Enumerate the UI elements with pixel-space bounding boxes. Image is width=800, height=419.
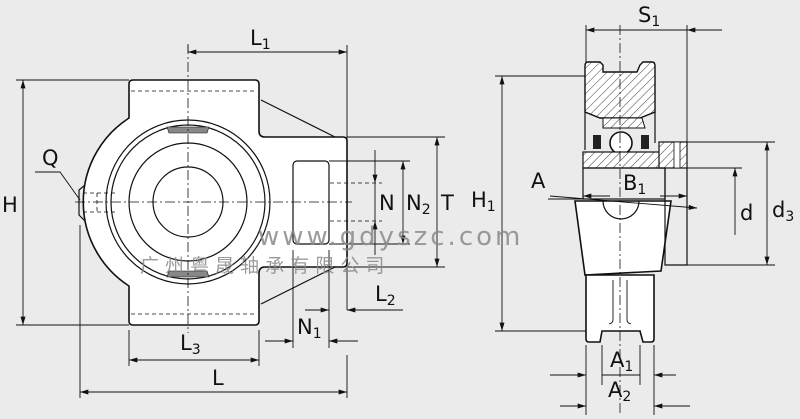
locking-collar: [658, 141, 688, 169]
label-N: N: [379, 191, 395, 215]
label-A1: A1: [610, 348, 633, 375]
outer-ring-section: [602, 117, 646, 129]
label-d: d: [740, 201, 753, 225]
upper-wing-rib: [260, 99, 336, 138]
grub-screw-boss: [78, 184, 86, 222]
label-T: T: [440, 191, 454, 215]
label-S1: S1: [638, 3, 660, 30]
label-N1: N1: [297, 315, 322, 342]
label-A: A: [531, 169, 546, 193]
housing-lower: [574, 200, 672, 276]
label-H: H: [2, 193, 18, 217]
label-d3: d3: [772, 198, 794, 225]
housing-outline: [82, 79, 348, 326]
watermark-company: 广 州 粤 晟 轴 承 有 限 公 司: [140, 255, 384, 277]
label-L1: L1: [250, 26, 271, 53]
ball: [609, 131, 633, 155]
label-B1: B1: [623, 171, 646, 198]
lower-wing-rib: [260, 266, 336, 305]
label-N2: N2: [406, 191, 431, 218]
label-H1: H1: [471, 188, 496, 215]
front-view: L1 H Q N N2 T L2 N1 L3 L: [2, 26, 454, 398]
label-A2: A2: [608, 378, 631, 405]
label-Q: Q: [42, 146, 59, 170]
inner-ring-section: [582, 151, 666, 169]
label-L3: L3: [180, 331, 201, 358]
housing-top-section: [584, 61, 656, 119]
label-L2: L2: [375, 282, 396, 309]
watermark-url: www.gdyszc.com: [258, 222, 523, 252]
label-L: L: [212, 366, 224, 390]
side-section-view: S1 H1 A B1 d d3 A1 A2: [471, 3, 794, 415]
slot: [292, 160, 330, 245]
